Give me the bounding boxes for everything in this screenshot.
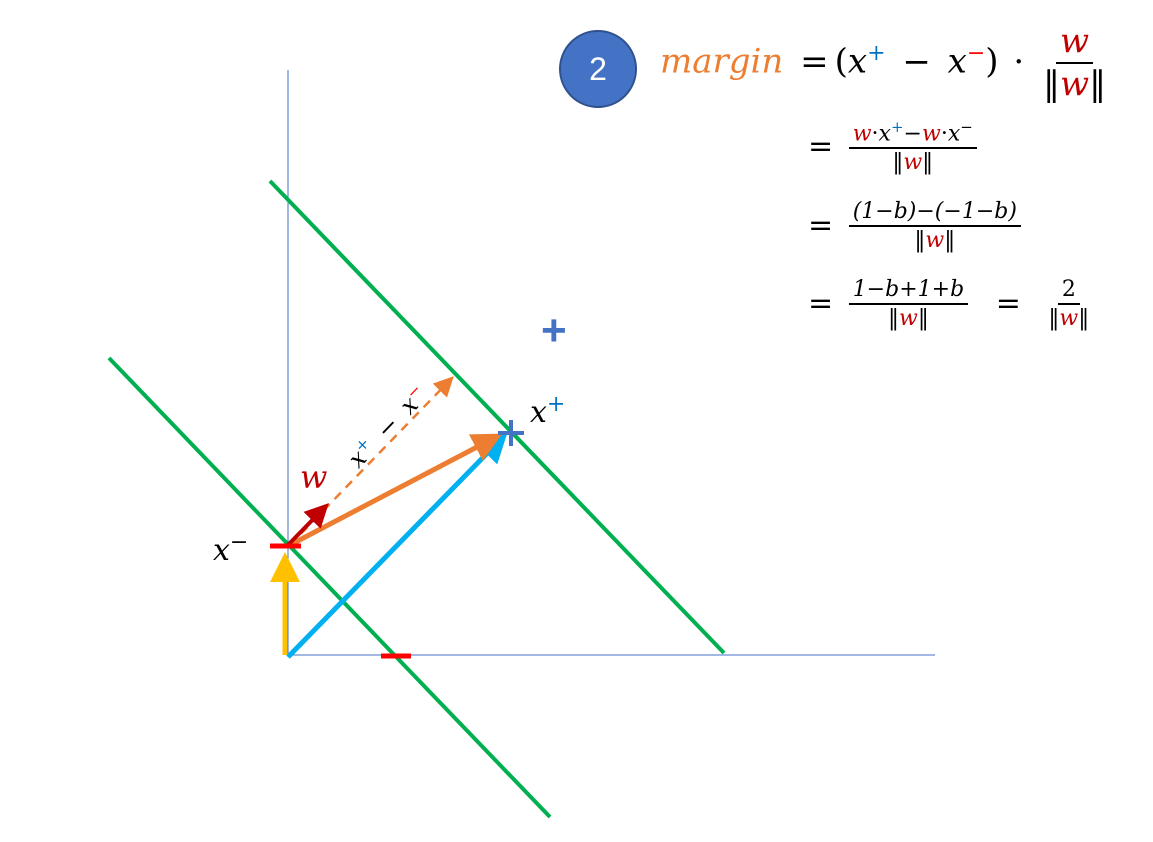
x-plus-vector — [286, 432, 508, 659]
margin-equation-line-1: margin =(x+ − x−) · w ‖w‖ — [660, 21, 1110, 104]
upper-margin-line — [268, 179, 726, 655]
lower-margin-line — [107, 356, 552, 819]
unit-w-fraction: w ‖w‖ — [1042, 21, 1107, 104]
step-number-badge: 2 — [559, 30, 637, 108]
plus-marker-free: + — [541, 306, 567, 355]
w-vector-label: w — [300, 458, 328, 496]
x-plus-label: x+ — [530, 392, 566, 430]
plus-marker-x-plus — [498, 420, 524, 446]
margin-equation-line-4: = 1−b+1+b ‖w‖ = 2 ‖w‖ — [808, 277, 1090, 332]
x-minus-label: x− — [213, 530, 249, 568]
w-vector — [286, 503, 329, 547]
margin-equation-line-3: = (1−b)−(−1−b) ‖w‖ — [808, 200, 1021, 253]
margin-equation-line-2: = w·x+−w·x− ‖w‖ — [808, 119, 977, 176]
